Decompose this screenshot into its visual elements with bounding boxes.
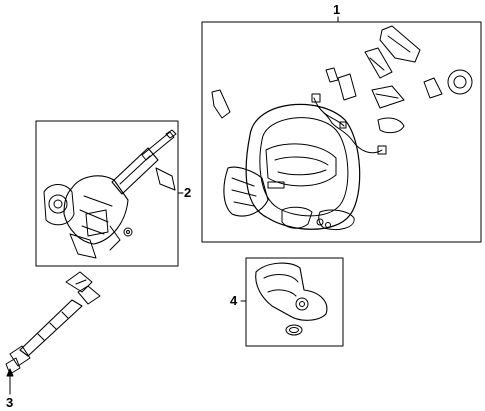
wheel-switches [211,25,473,226]
callout-number-1: 1 [333,2,341,17]
column-cover-group-box [245,257,344,347]
callout-3-arrow [6,368,14,377]
intermediate-shaft [5,271,101,375]
callout-number-3: 3 [6,395,14,410]
steering-wheel [223,103,361,231]
steering-column [43,129,177,259]
column-cover [255,262,328,336]
steering-wheel-group-box [201,21,482,243]
callout-number-4: 4 [230,293,238,308]
callout-number-2: 2 [184,185,192,200]
